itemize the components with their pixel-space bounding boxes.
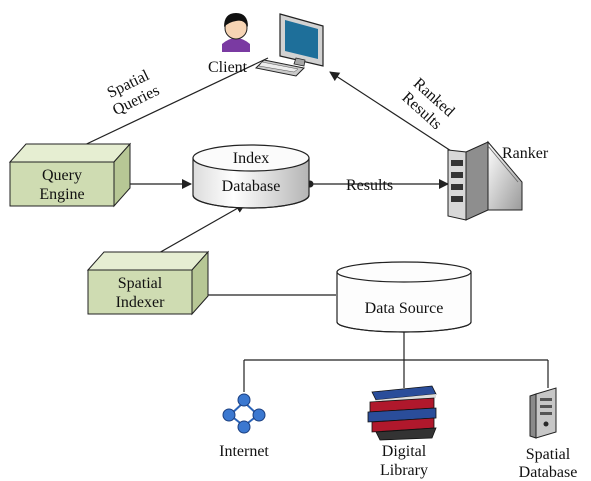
digital-library-node: Digital Library	[367, 385, 437, 479]
data-source-label: Data Source	[365, 300, 444, 317]
index-database-label-1: Index	[233, 150, 269, 167]
spatial-indexer-label-1: Spatial	[118, 275, 163, 292]
database-server-icon	[529, 387, 557, 439]
digital-library-label-1: Digital	[382, 443, 427, 460]
edge-indexer-to-index	[149, 203, 246, 259]
results-edge-label: Results	[346, 177, 393, 194]
spatial-indexer-label-2: Indexer	[116, 294, 166, 311]
query-engine-node: Query Engine	[8, 142, 132, 208]
spatial-queries-label: Spatial Queries	[105, 67, 163, 119]
query-engine-label-2: Engine	[39, 186, 84, 203]
internet-node: Internet	[219, 393, 269, 460]
ranked-results-label: Ranked Results	[398, 75, 457, 133]
client-label: Client	[208, 59, 248, 76]
connectors	[56, 57, 549, 392]
index-database-node: Index Database	[192, 144, 310, 209]
spatial-database-label-2: Database	[519, 464, 578, 481]
computer-icon	[254, 13, 324, 77]
internet-label: Internet	[219, 443, 269, 460]
spatial-database-node: Spatial Database	[519, 387, 578, 481]
person-icon	[222, 13, 250, 52]
index-database-label-2: Database	[222, 178, 281, 195]
data-source-node: Data Source	[336, 261, 472, 333]
ranker-icon	[447, 140, 523, 221]
edge-spatial-queries	[56, 57, 269, 159]
query-engine-label-1: Query	[42, 167, 82, 184]
client-node: Client	[208, 13, 324, 77]
network-globe-icon	[222, 393, 266, 434]
spatial-database-label-1: Spatial	[526, 446, 571, 463]
spatial-indexer-node: Spatial Indexer	[86, 250, 210, 316]
ranker-label: Ranker	[502, 145, 549, 162]
ranker-node: Ranker	[447, 140, 549, 221]
digital-library-label-2: Library	[380, 462, 428, 479]
books-icon	[367, 385, 437, 441]
edge-ranked-results	[329, 71, 469, 163]
